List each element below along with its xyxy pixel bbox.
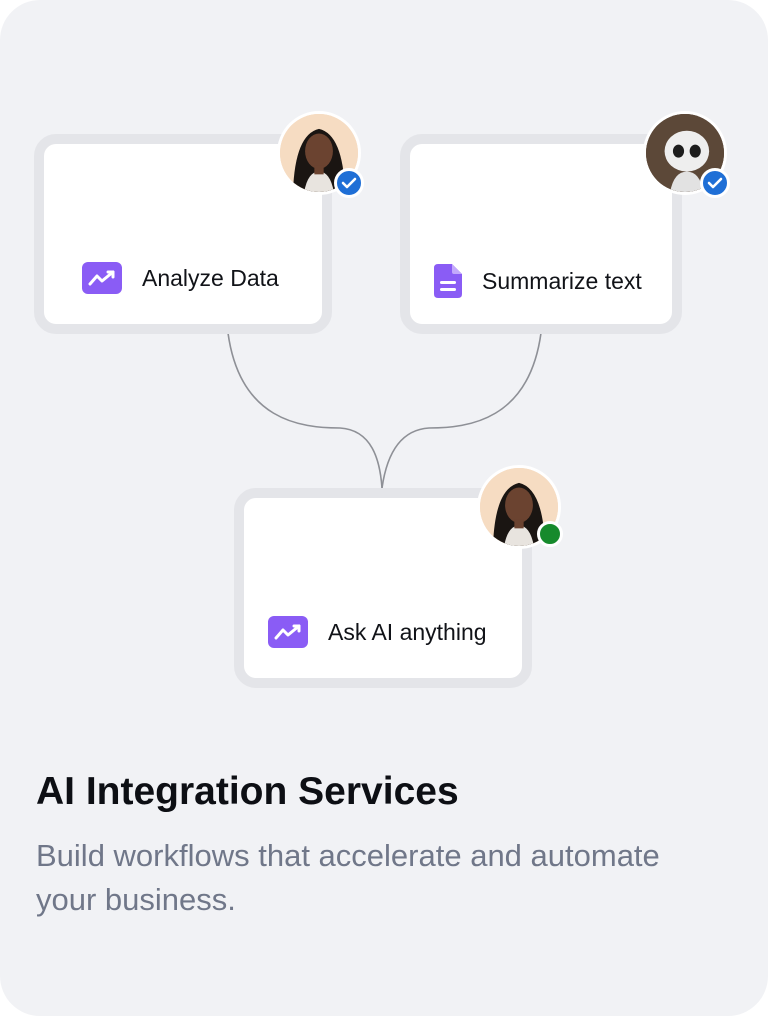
connector-summarize-to-ask (381, 332, 542, 489)
node-summarize-text-label: Summarize text (482, 267, 642, 294)
chart-icon (268, 616, 308, 648)
avatar-robot-summarize (643, 111, 727, 195)
node-ask-label: Ask AI anything (268, 616, 487, 648)
document-icon (434, 264, 462, 298)
online-status-dot (537, 521, 563, 547)
node-summarize-text[interactable]: Summarize text (400, 134, 682, 334)
section-title: AI Integration Services (36, 770, 459, 813)
check-icon (707, 177, 723, 189)
verified-badge (334, 168, 364, 198)
section-subtitle: Build workflows that accelerate and auto… (36, 838, 660, 917)
node-analyze-label: Analyze Data (82, 262, 279, 294)
connector-analyze-to-ask (227, 332, 383, 489)
node-analyze-text: Analyze Data (142, 264, 279, 291)
check-icon (341, 177, 357, 189)
node-summarize-label: Summarize text (434, 264, 642, 298)
verified-badge (700, 168, 730, 198)
chart-icon (82, 262, 122, 294)
node-ask-text: Ask AI anything (328, 618, 487, 645)
